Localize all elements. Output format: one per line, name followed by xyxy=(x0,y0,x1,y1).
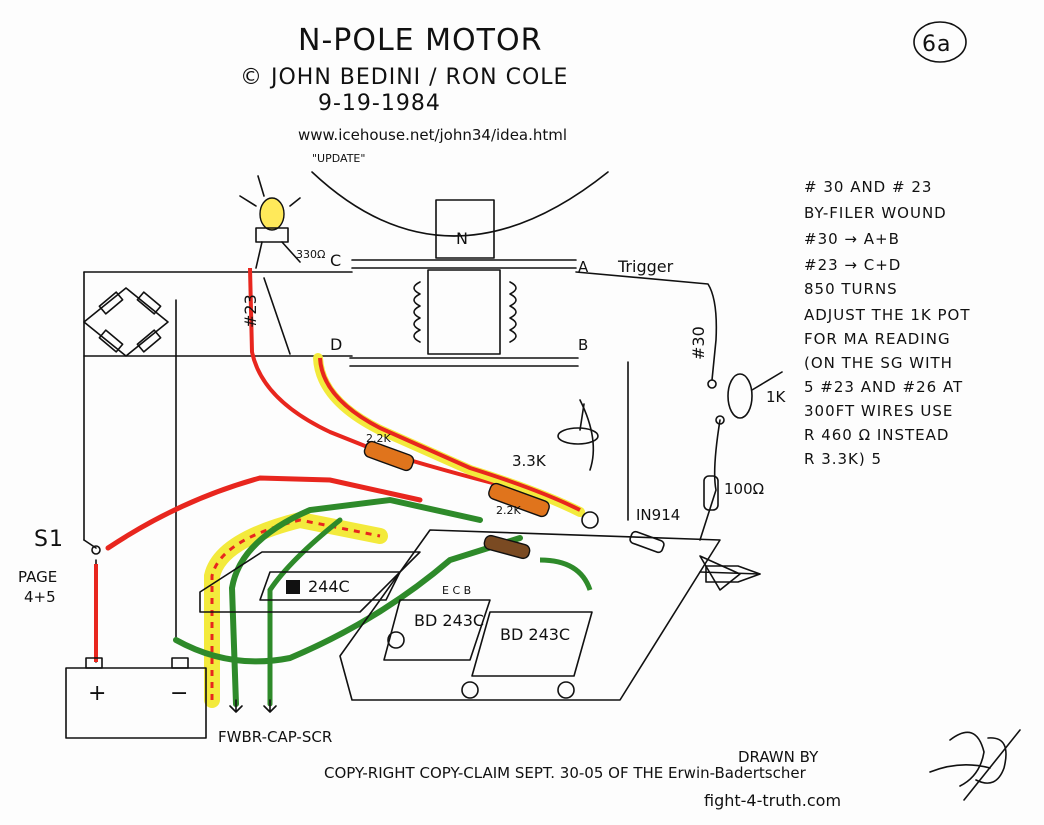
note-line: 850 TURNS xyxy=(804,280,898,298)
resistor-100-label: 100Ω xyxy=(724,480,764,498)
diagram-title: N-POLE MOTOR xyxy=(298,23,542,58)
note-line: FOR MA READING xyxy=(804,330,951,348)
resistor-2k2-b xyxy=(483,534,531,560)
switch-s1 xyxy=(91,545,101,555)
diode-label: IN914 xyxy=(636,506,680,524)
transistor-bd243c-2 xyxy=(471,611,593,677)
transistor-bd243c-2-label: BD 243C xyxy=(500,625,570,644)
trigger-label: Trigger xyxy=(617,257,674,276)
battery-minus: − xyxy=(170,681,189,706)
led-light xyxy=(259,197,285,231)
page-ref-line1: PAGE xyxy=(18,568,57,586)
note-line: 5 #23 AND #26 AT xyxy=(804,378,963,396)
resistor-3k3 xyxy=(488,482,550,518)
transistor-bd243c-1-label: BD 243C xyxy=(414,611,484,630)
coil-left xyxy=(413,281,421,343)
screw xyxy=(387,631,405,649)
note-line: BY-FILER WOUND xyxy=(804,204,947,222)
resistor-330-label: 330Ω xyxy=(296,248,325,261)
copyright-notice: COPY-RIGHT COPY-CLAIM SEPT. 30-05 OF THE… xyxy=(324,764,807,782)
battery xyxy=(65,667,207,739)
output-label: FWBR-CAP-SCR xyxy=(218,728,332,746)
trimmer xyxy=(557,427,599,445)
heatsink-board-right xyxy=(339,529,721,701)
note-line: # 30 AND # 23 xyxy=(804,178,932,196)
heatsink-board-left xyxy=(199,551,421,613)
resistor-2k2-a-label: 2.2K xyxy=(366,432,391,445)
wire-switch-red xyxy=(105,475,423,551)
transistor-pin-labels: E C B xyxy=(442,584,471,597)
test-probe xyxy=(699,571,761,575)
transistor-244c xyxy=(259,571,401,601)
pot-1k-label: 1K xyxy=(766,388,787,406)
magnet xyxy=(435,199,495,259)
author-credit: © JOHN BEDINI / RON COLE xyxy=(240,65,568,90)
note-line: (ON THE SG WITH xyxy=(804,354,953,372)
rotor-wheel xyxy=(311,171,609,237)
note-line: R 460 Ω INSTEAD xyxy=(804,426,949,444)
wire-green-1 xyxy=(228,496,483,707)
note-line: #30 → A+B xyxy=(804,230,900,248)
diagram-date: 9-19-1984 xyxy=(318,91,441,116)
update-note: "UPDATE" xyxy=(312,152,365,165)
note-line: ADJUST THE 1K POT xyxy=(804,306,971,324)
note-line: #23 → C+D xyxy=(804,256,901,274)
wire-23-label: #23 xyxy=(241,294,260,328)
wire-30-label: #30 xyxy=(689,326,708,360)
drawn-by: DRAWN BY xyxy=(738,748,819,766)
resistor-3k3-label: 3.3K xyxy=(512,452,547,470)
coil-c-label: C xyxy=(330,251,341,270)
transistor-244c-label: 244C xyxy=(308,577,350,596)
transistor-bd243c-1 xyxy=(383,599,491,661)
website: fight-4-truth.com xyxy=(704,791,841,810)
winding-notes: # 30 AND # 23 BY-FILER WOUND #30 → A+B #… xyxy=(804,178,971,468)
diode-1n914 xyxy=(629,530,665,554)
battery-plus: + xyxy=(88,681,107,706)
page-number: 6a xyxy=(922,32,951,57)
magnet-pole-label: N xyxy=(456,229,468,248)
resistor-2k2-a xyxy=(363,440,415,472)
coil-right xyxy=(509,281,517,343)
source-url: www.icehouse.net/john34/idea.html xyxy=(298,126,567,144)
coil-d-label: D xyxy=(330,335,342,354)
resistor-100 xyxy=(703,475,719,511)
pot-1k xyxy=(727,373,753,419)
note-line: 300FT WIRES USE xyxy=(804,402,953,420)
wire-d-red xyxy=(318,357,581,512)
note-line: R 3.3K) 5 xyxy=(804,450,882,468)
wire-yellow-cable xyxy=(204,511,388,708)
wire-green-2 xyxy=(173,535,523,665)
wire-trigger xyxy=(575,271,718,381)
wire-23-red xyxy=(248,267,581,514)
coil-b-label: B xyxy=(578,336,588,354)
coil-a-label: A xyxy=(578,258,589,276)
resistor-2k2-b-label: 2.2K xyxy=(496,504,521,517)
page-ref-line2: 4+5 xyxy=(24,588,56,606)
signature-mark xyxy=(929,729,1021,801)
page-number-circle xyxy=(913,21,967,63)
bridge-rectifier xyxy=(83,287,169,357)
coil-core xyxy=(427,269,501,355)
switch-label: S1 xyxy=(34,527,64,552)
led-glow xyxy=(239,175,301,207)
